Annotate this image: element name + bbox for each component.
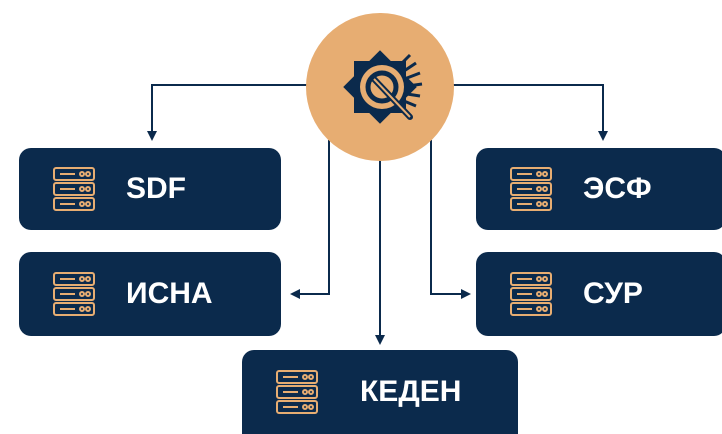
server-icon [51,270,97,318]
connector-to-sdf [147,84,310,141]
node-label: ЭСФ [583,172,652,205]
server-icon [508,270,554,318]
node-isna: ИСНА [19,252,281,336]
node-label: СУР [583,277,643,310]
node-keden: КЕДЕН [242,350,518,434]
connector-to-sur [430,140,471,299]
connector-to-esf [452,84,608,141]
node-label: SDF [126,172,186,205]
server-icon [508,165,554,213]
node-esf: ЭСФ [476,148,722,230]
hub-node [306,13,454,161]
node-label: КЕДЕН [360,375,462,408]
server-icon [274,368,320,416]
server-icon [51,165,97,213]
node-sur: СУР [476,252,722,336]
customs-emblem-icon [343,50,423,124]
node-sdf: SDF [19,148,281,230]
node-label: ИСНА [126,277,213,310]
connector-to-isna [290,140,330,299]
